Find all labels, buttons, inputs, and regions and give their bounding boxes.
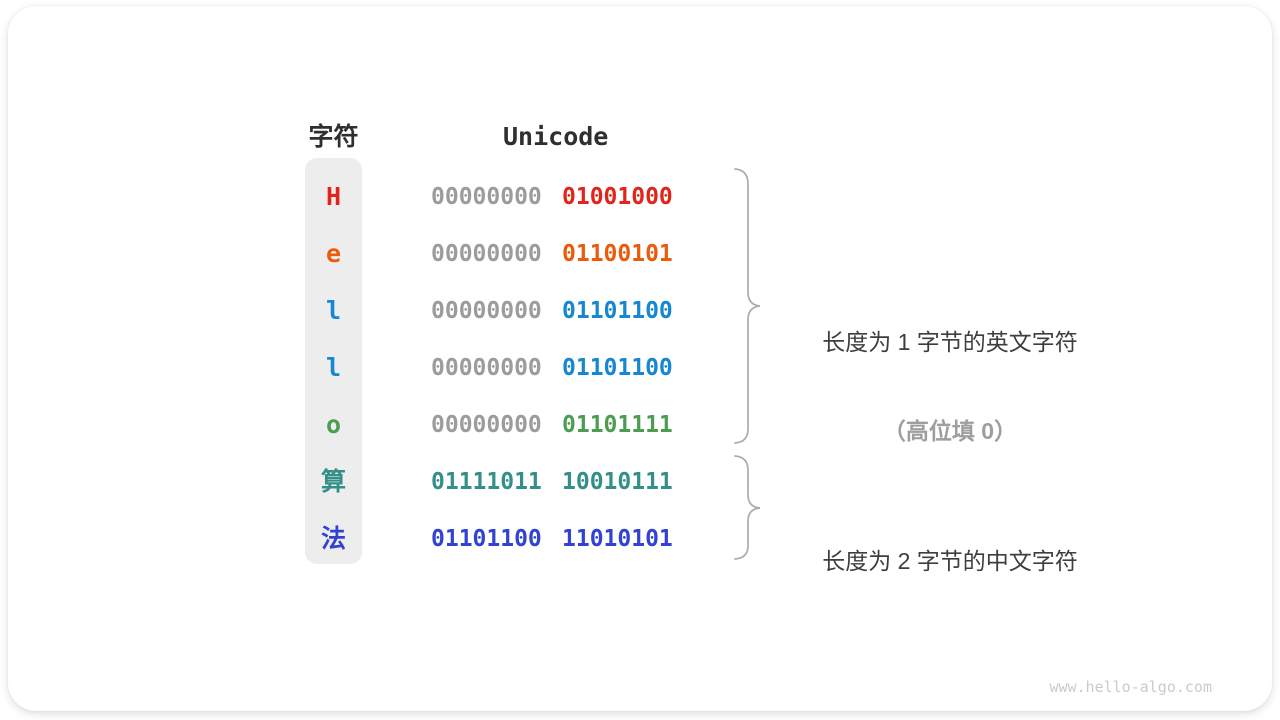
table-row: H 00000000 01001000 — [8, 180, 1280, 214]
unicode-byte-low: 01001000 — [562, 184, 673, 210]
annotation-chinese-chars: 长度为 2 字节的中文字符 — [760, 491, 1140, 631]
unicode-byte-low: 11010101 — [562, 526, 673, 552]
figure-card: 字符 Unicode H 00000000 01001000 e 0000000… — [8, 6, 1272, 711]
char-cell: 法 — [320, 524, 346, 553]
unicode-byte-low: 01101100 — [562, 355, 673, 381]
table-row: o 00000000 01101111 — [8, 408, 1280, 442]
char-cell: e — [325, 239, 342, 268]
unicode-byte-high: 00000000 — [431, 184, 542, 210]
unicode-byte-high: 01111011 — [431, 469, 542, 495]
char-cell: H — [325, 182, 342, 211]
char-column-background — [305, 158, 362, 564]
unicode-byte-low: 01100101 — [562, 241, 673, 267]
unicode-byte-low: 01101100 — [562, 298, 673, 324]
unicode-byte-high: 00000000 — [431, 355, 542, 381]
annotation-line: 长度为 2 字节的中文字符 — [822, 548, 1078, 574]
table-row: 法 01101100 11010101 — [8, 522, 1280, 556]
column-header-unicode: Unicode — [503, 122, 609, 151]
annotation-subline: （高位填 0） — [882, 418, 1018, 444]
unicode-byte-high: 00000000 — [431, 298, 542, 324]
unicode-byte-high: 00000000 — [431, 241, 542, 267]
column-header-char: 字符 — [308, 123, 359, 151]
table-row: e 00000000 01100101 — [8, 237, 1280, 271]
unicode-byte-high: 00000000 — [431, 412, 542, 438]
watermark-url: www.hello-algo.com — [1049, 678, 1212, 696]
table-row: l 00000000 01101100 — [8, 294, 1280, 328]
char-cell: 算 — [320, 467, 346, 496]
table-row: l 00000000 01101100 — [8, 351, 1280, 385]
unicode-byte-low: 01101111 — [562, 412, 673, 438]
char-cell: l — [325, 353, 342, 382]
annotation-line: 长度为 1 字节的英文字符 — [822, 329, 1078, 355]
annotation-english-chars: 长度为 1 字节的英文字符 （高位填 0） — [760, 272, 1140, 501]
char-cell: l — [325, 296, 342, 325]
unicode-byte-low: 10010111 — [562, 469, 673, 495]
unicode-byte-high: 01101100 — [431, 526, 542, 552]
table-row: 算 01111011 10010111 — [8, 465, 1280, 499]
char-cell: o — [325, 410, 342, 439]
